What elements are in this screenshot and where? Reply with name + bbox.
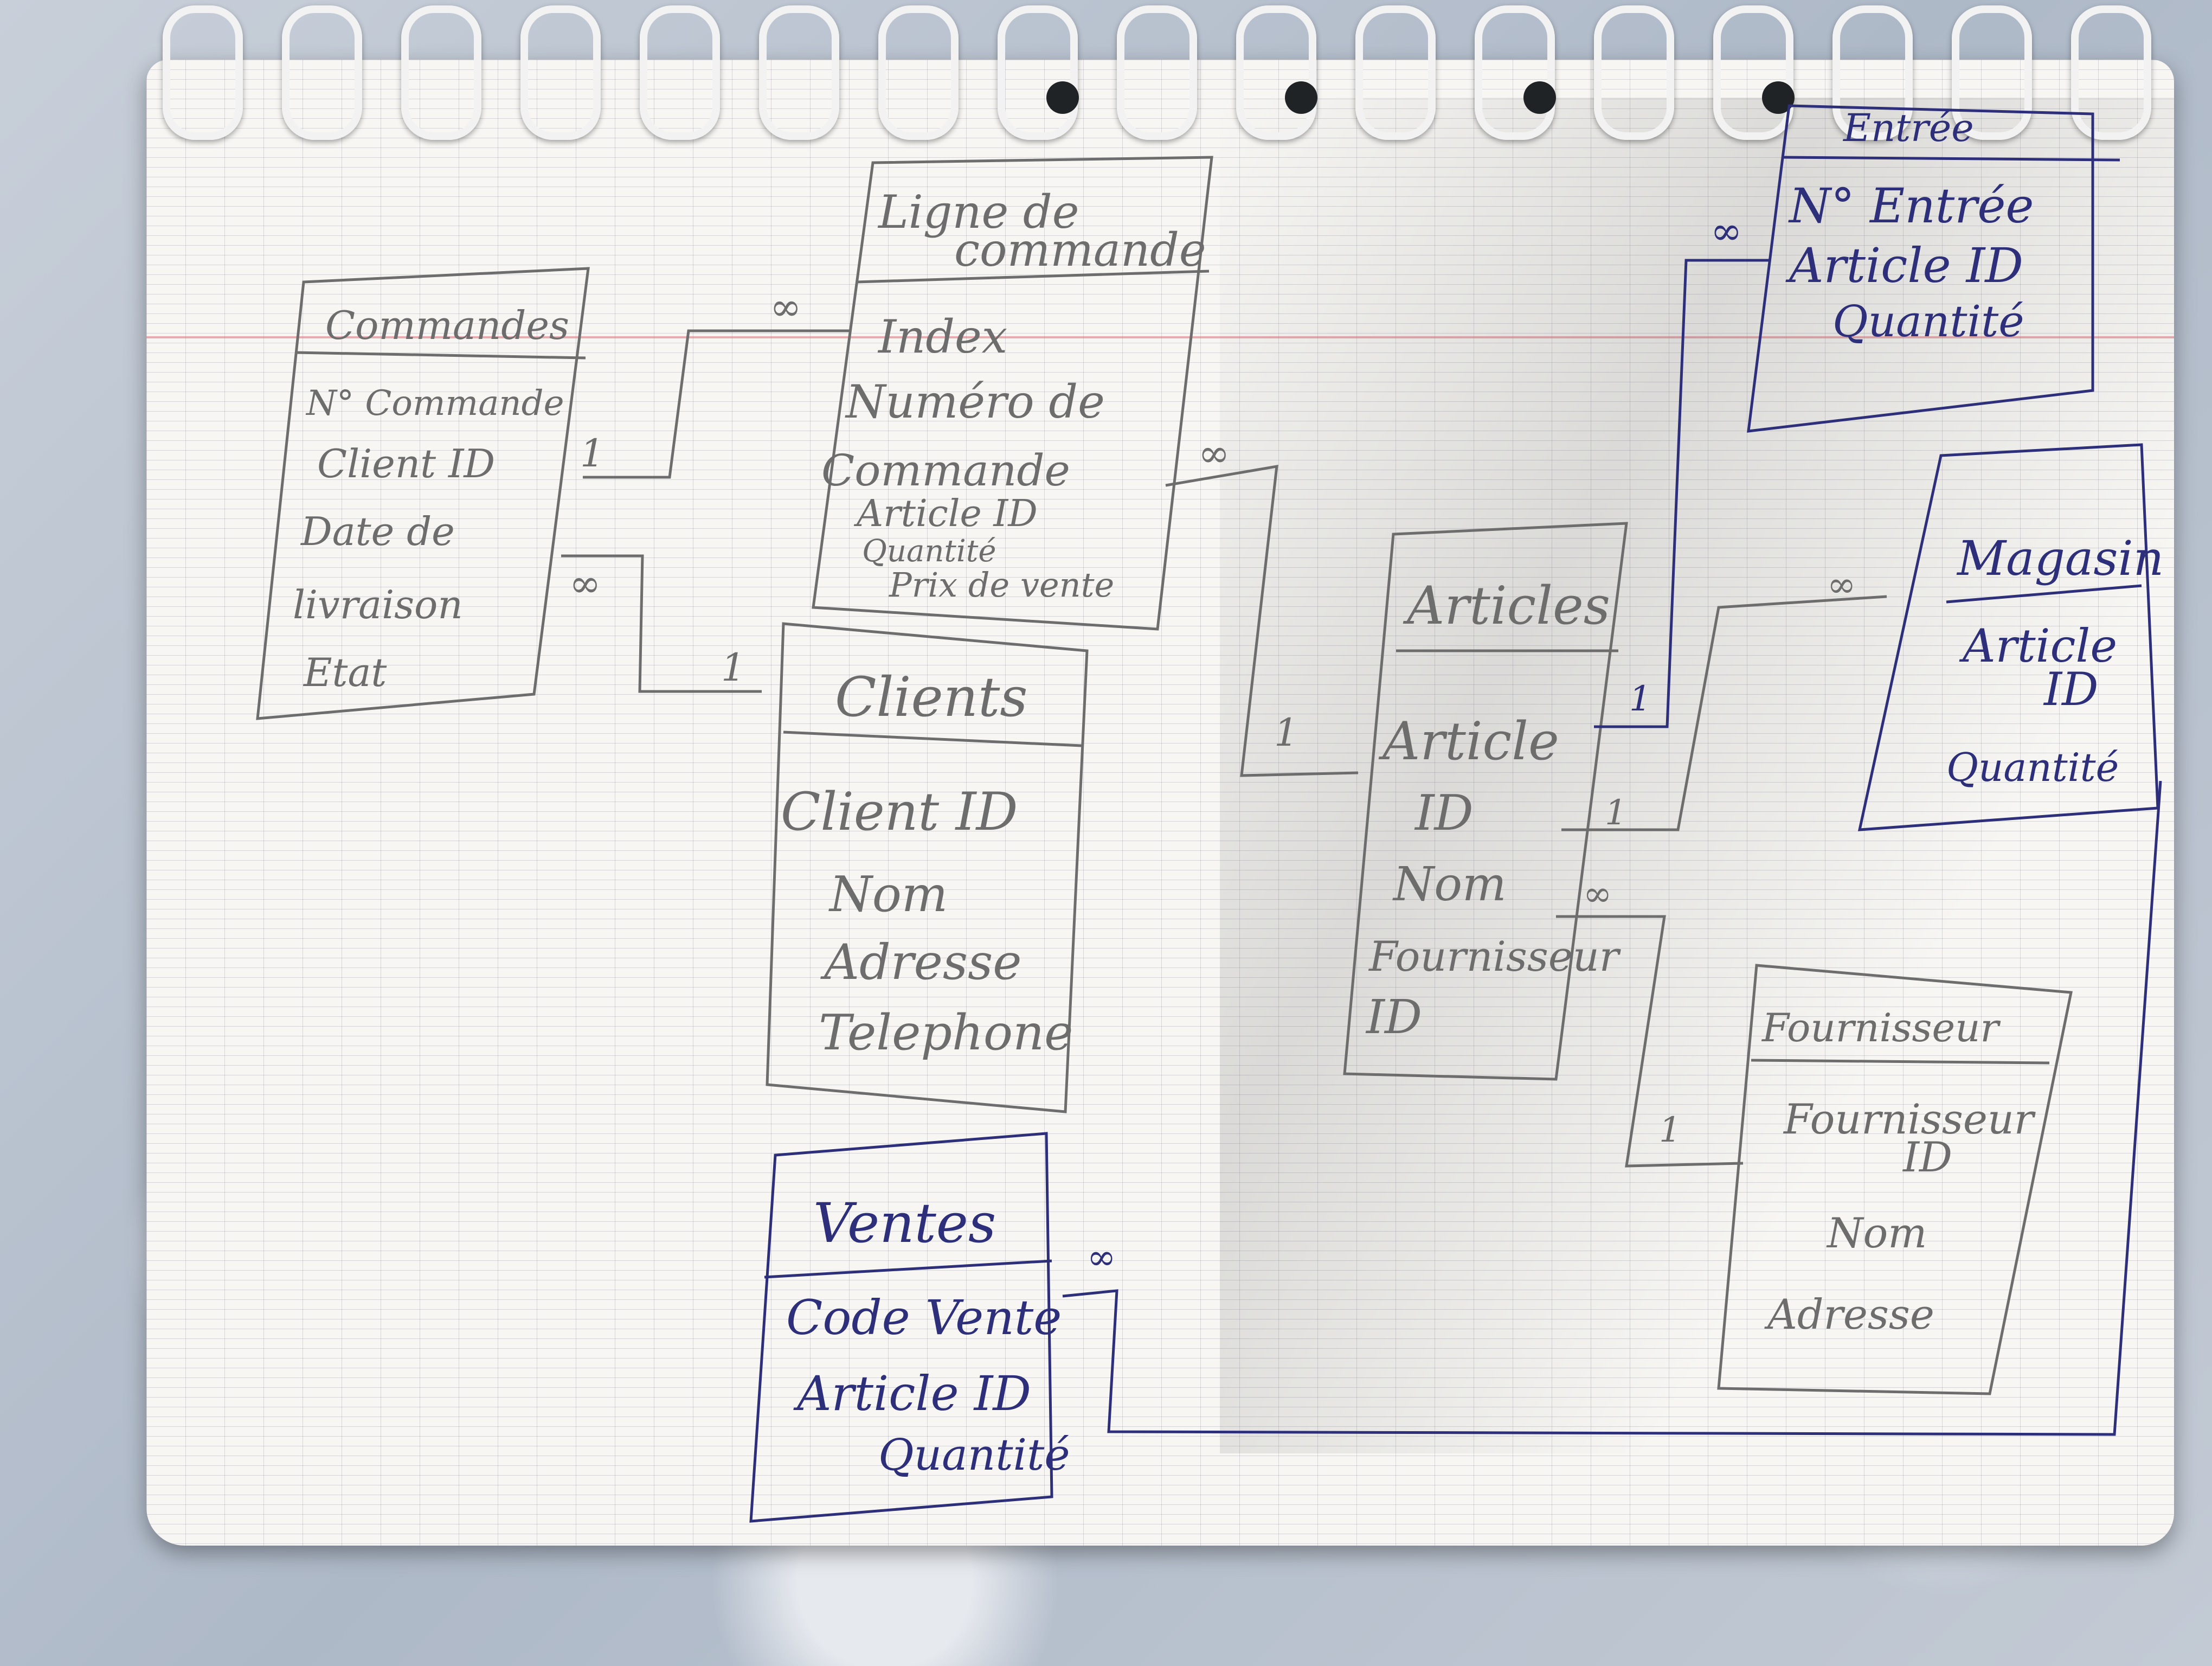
cardinality-one: 1 [1629, 679, 1651, 719]
header-divider [783, 731, 1082, 747]
field: Quantité [862, 534, 996, 569]
field: livraison [293, 582, 463, 627]
punch-hole [1285, 81, 1317, 114]
entity-clients: Clients Client ID Nom Adresse Telephone [766, 622, 1089, 1113]
relation-articles-magasin [1561, 595, 1887, 831]
entity-title: Clients [835, 665, 1028, 729]
field: Article ID [1785, 238, 2023, 293]
relation-articles-entree [1594, 259, 1770, 728]
entity-title: Ventes [813, 1191, 996, 1255]
field: Prix de vente [889, 565, 1114, 605]
cardinality-many: ∞ [1711, 209, 1742, 253]
header-divider [1783, 156, 2120, 162]
field: Client ID [781, 781, 1018, 842]
field: Index [877, 310, 1007, 363]
field: Fournisseur [1368, 932, 1622, 981]
field: ID [1414, 785, 1474, 842]
field: Numéro de [845, 375, 1105, 428]
relation-ventes-magasin [1062, 780, 2162, 1436]
entity-box [766, 622, 1089, 1113]
relation-articles-fournisseur [1556, 915, 1744, 1168]
relationships [561, 259, 2162, 1436]
field: Article ID [793, 1366, 1031, 1421]
field: Article [1959, 619, 2117, 672]
spiral-ring [1594, 5, 1674, 140]
field: Nom [1392, 857, 1507, 912]
field: Client ID [317, 441, 495, 486]
field: Nom [1826, 1209, 1927, 1257]
field: ID [2043, 663, 2099, 716]
cardinality-one: 1 [721, 645, 745, 690]
field: Quantité [1946, 745, 2119, 790]
notebook-page [146, 60, 2174, 1546]
entity-box [1717, 964, 2073, 1395]
entity-title: Commandes [325, 303, 569, 348]
entity-box [1747, 104, 2094, 433]
punch-hole [1046, 81, 1079, 114]
cardinality-many: ∞ [1087, 1238, 1116, 1278]
field: Code Vente [786, 1290, 1062, 1345]
field: Telephone [819, 1004, 1073, 1061]
header-divider [764, 1259, 1052, 1279]
entity-ligne-commande: Ligne de commande Index Numéro de Comman… [812, 156, 1213, 631]
entity-title: Ligne de [877, 185, 1079, 239]
header-divider [295, 351, 586, 360]
relation-commandes-ligne [583, 329, 851, 479]
spiral-ring [640, 5, 720, 140]
header-divider [1946, 584, 2142, 604]
entity-magasin: Magasin Article ID Quantité [1857, 443, 2164, 831]
entity-box [1343, 522, 1628, 1081]
entity-fournisseur: Fournisseur Fournisseur ID Nom Adresse [1717, 964, 2073, 1395]
punch-hole [1523, 81, 1556, 114]
entity-box [256, 267, 590, 720]
field: Fournisseur [1783, 1095, 2036, 1143]
spiral-ring [878, 5, 959, 140]
entity-articles: Articles Article ID Nom Fournisseur ID [1343, 522, 1628, 1081]
field: Article [1378, 711, 1559, 772]
entity-title: Magasin [1956, 530, 2164, 586]
entity-box [749, 1132, 1053, 1523]
cardinality-one: 1 [580, 431, 605, 476]
field: Etat [303, 650, 387, 695]
cardinality-many: ∞ [770, 285, 801, 329]
entity-box [812, 156, 1213, 631]
relation-ligne-articles [1165, 464, 1359, 777]
header-divider [856, 270, 1210, 284]
field: N° Entrée [1788, 178, 2034, 234]
relation-commandes-clients [561, 554, 762, 693]
entity-title: Entrée [1842, 106, 1974, 150]
field: Nom [828, 866, 948, 923]
entity-entree: Entrée N° Entrée Article ID Quantité [1747, 104, 2120, 433]
field: Date de [300, 509, 455, 554]
entity-commandes: Commandes N° Commande Client ID Date de … [256, 267, 590, 720]
margin-line [146, 336, 2174, 338]
field: Quantité [878, 1430, 1070, 1480]
field: Adresse [1764, 1290, 1934, 1338]
cardinality-one: 1 [1659, 1110, 1681, 1150]
spiral-ring [282, 5, 362, 140]
cardinality-labels: 1 ∞ ∞ 1 ∞ 1 1 ∞ 1 ∞ ∞ 1 ∞ [569, 209, 1856, 1278]
header-divider [1751, 1059, 2050, 1065]
field: Adresse [820, 934, 1022, 991]
field: Article ID [853, 492, 1038, 535]
field: N° Commande [305, 383, 564, 424]
field: ID [1365, 990, 1422, 1045]
field: Commande [821, 445, 1070, 496]
entity-title: commande [954, 223, 1206, 277]
entity-title: Fournisseur [1761, 1005, 2001, 1050]
entity-ventes: Ventes Code Vente Article ID Quantité [749, 1132, 1070, 1523]
cardinality-one: 1 [1605, 793, 1627, 833]
cardinality-many: ∞ [1198, 431, 1230, 476]
entity-title: Articles [1403, 575, 1610, 636]
cardinality-many: ∞ [569, 561, 601, 606]
field: Quantité [1832, 296, 2024, 347]
cardinality-many: ∞ [1583, 874, 1612, 914]
cardinality-one: 1 [1274, 710, 1298, 755]
cardinality-many: ∞ [1827, 565, 1856, 605]
field: ID [1902, 1133, 1952, 1181]
